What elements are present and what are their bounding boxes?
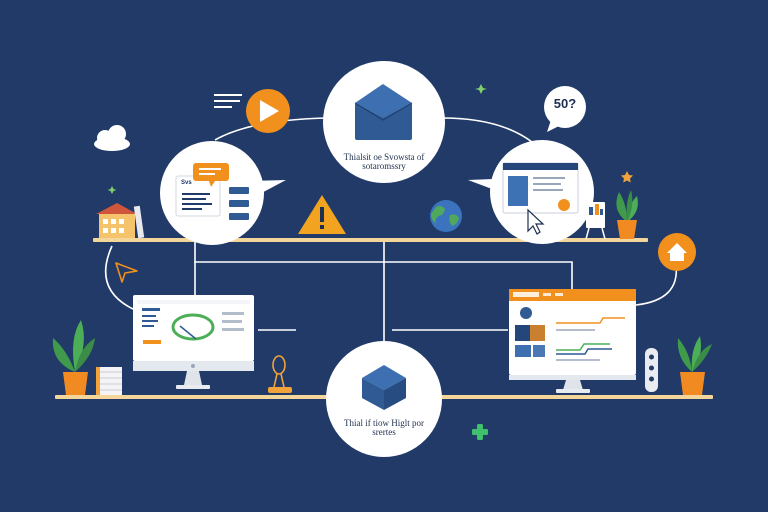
building-icon: [96, 203, 137, 238]
paper-plane-icon: [115, 262, 138, 283]
envelope-icon: [354, 84, 413, 140]
connector-lines: [104, 117, 678, 345]
warning-icon: [298, 195, 346, 234]
top-node-caption: Thialsit oe Svowsta of sotaromssry: [343, 152, 425, 172]
cloud-icon: [94, 125, 130, 151]
sparkle-icon: [107, 84, 487, 194]
plus-sparkle-icon: [472, 424, 488, 440]
book-icon: [133, 205, 145, 239]
left-node[interactable]: [160, 141, 286, 245]
speech-bubble-text: 50?: [553, 96, 577, 111]
cursor-icon: [527, 208, 545, 235]
globe-icon: [430, 200, 462, 232]
text-lines-icon: [214, 94, 242, 108]
right-node[interactable]: [468, 140, 594, 244]
left-window-tag: Svs: [181, 180, 192, 186]
books-icon: [96, 367, 122, 395]
browser-window-icon: [502, 162, 579, 214]
left-monitor[interactable]: [133, 295, 254, 389]
message-icon: [193, 163, 229, 187]
plant-icon: [677, 336, 712, 395]
bottom-node[interactable]: [326, 341, 442, 457]
open-box-icon: [362, 365, 406, 410]
top-node[interactable]: [323, 61, 445, 183]
star-icon: [621, 171, 633, 183]
play-icon[interactable]: [246, 89, 290, 133]
lamp-icon: [272, 355, 286, 388]
gauge-icon: [171, 313, 215, 341]
chart-stand-icon: [585, 202, 606, 240]
home-icon[interactable]: [658, 233, 696, 271]
right-monitor[interactable]: [509, 289, 636, 393]
bottom-node-caption: Thial if tiow Higlt por srertes: [344, 418, 424, 438]
device-icon: [645, 348, 658, 392]
speech-bubble: [544, 86, 586, 132]
plant-icon: [52, 320, 95, 395]
plant-icon: [616, 190, 638, 239]
